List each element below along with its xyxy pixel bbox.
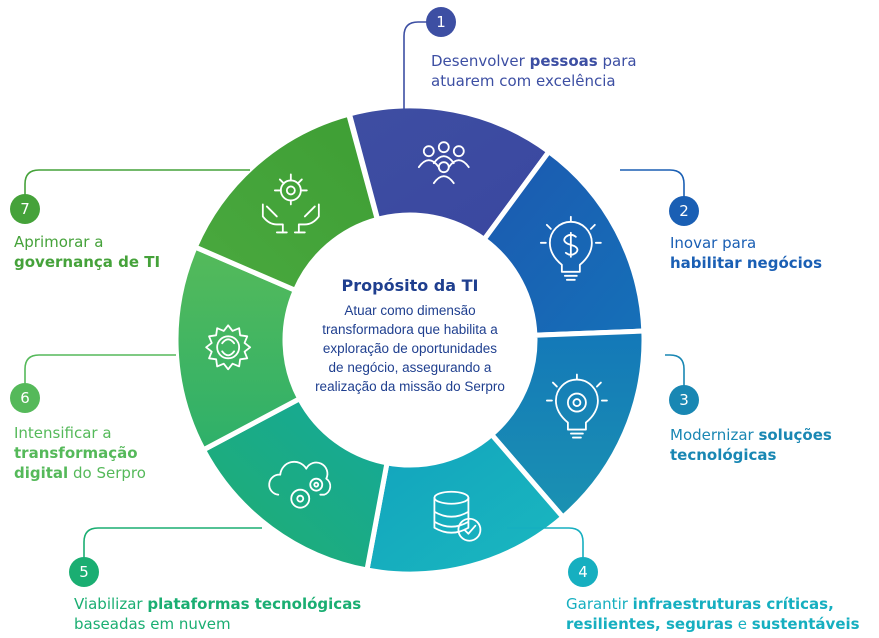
cloud-gears-icon [268,460,332,509]
number-badge-4 [568,557,598,587]
objective-label-6: Intensificar a transformação digital do Se… [14,424,146,482]
people-group-icon [417,141,470,185]
connector-6 [24,354,176,397]
number-badge-1 [426,7,456,37]
label-text-span: sustentáveis [752,615,860,633]
number-badge-5 [69,557,99,587]
center-text-line: exploração de oportunidades [323,341,497,356]
label-text-span: plataformas tecnológicas [147,595,361,613]
label-text-span: pessoas [530,52,598,70]
lightbulb-dollar-icon [539,215,602,281]
label-text-span: Garantir [566,595,633,613]
center-circle [288,218,532,462]
label-text-span: Desenvolver [431,52,530,70]
number-badge-label-7: 7 [20,200,30,218]
center-title: Propósito da TI [342,276,479,295]
number-badge-6 [10,383,40,413]
objective-label-3: Modernizar soluções tecnológicas [670,426,832,464]
objective-label-1: Desenvolver pessoas para atuarem com exce… [431,52,637,90]
label-text-span: soluções [758,426,831,444]
objective-label-4: Garantir infraestruturas críticas, resili… [566,595,860,633]
objective-label-7: Aprimorar a governança de TI [14,233,160,271]
connector-2 [620,169,685,210]
connector-3 [665,354,685,399]
number-badge-label-6: 6 [20,389,30,407]
label-text-span: digital [14,464,68,482]
lightbulb-gear-icon [546,373,608,439]
connector-5 [83,527,262,570]
label-text-span: transformação [14,444,138,462]
hands-gear-icon [261,173,320,234]
label-text-span: Inovar para [670,234,756,252]
center-text-line: transformadora que habilita a [322,322,498,337]
number-badge-label-3: 3 [679,391,689,409]
label-text-span: baseadas em nuvem [74,615,231,633]
center-text-line: Atuar como dimensão [344,303,475,318]
label-text-span: atuarem com excelência [431,72,616,90]
segment-7 [191,111,381,294]
objective-label-5: Viabilizar plataformas tecnológicas basea… [74,595,361,633]
label-text-span: Viabilizar [74,595,147,613]
gear-transform-icon [205,324,252,371]
number-badge-label-4: 4 [578,563,588,581]
label-text-span: infraestruturas críticas, [633,595,834,613]
label-text-span: Aprimorar a [14,233,103,251]
number-badge-label-2: 2 [679,202,689,220]
number-badge-label-5: 5 [79,563,89,581]
label-text-span: resilientes, seguras [566,615,733,633]
center-text-line: de negócio, assegurando a [329,360,492,375]
label-text-span: habilitar negócios [670,254,822,272]
label-text-span: do Serpro [68,464,146,482]
label-text-span: Intensificar a [14,424,112,442]
number-badge-label-1: 1 [436,13,446,31]
label-text-span: para [598,52,637,70]
center-text-line: realização da missão do Serpro [315,379,505,394]
connector-1 [403,21,440,110]
label-text-span: governança de TI [14,253,160,271]
label-text-span: Modernizar [670,426,758,444]
objective-label-2: Inovar para habilitar negócios [670,234,822,272]
connector-7 [24,169,250,208]
number-badge-2 [669,196,699,226]
number-badge-3 [669,385,699,415]
label-text-span: e [733,615,752,633]
label-text-span: tecnológicas [670,446,777,464]
database-check-icon [433,490,482,542]
number-badge-7 [10,194,40,224]
connector-4 [507,527,584,570]
